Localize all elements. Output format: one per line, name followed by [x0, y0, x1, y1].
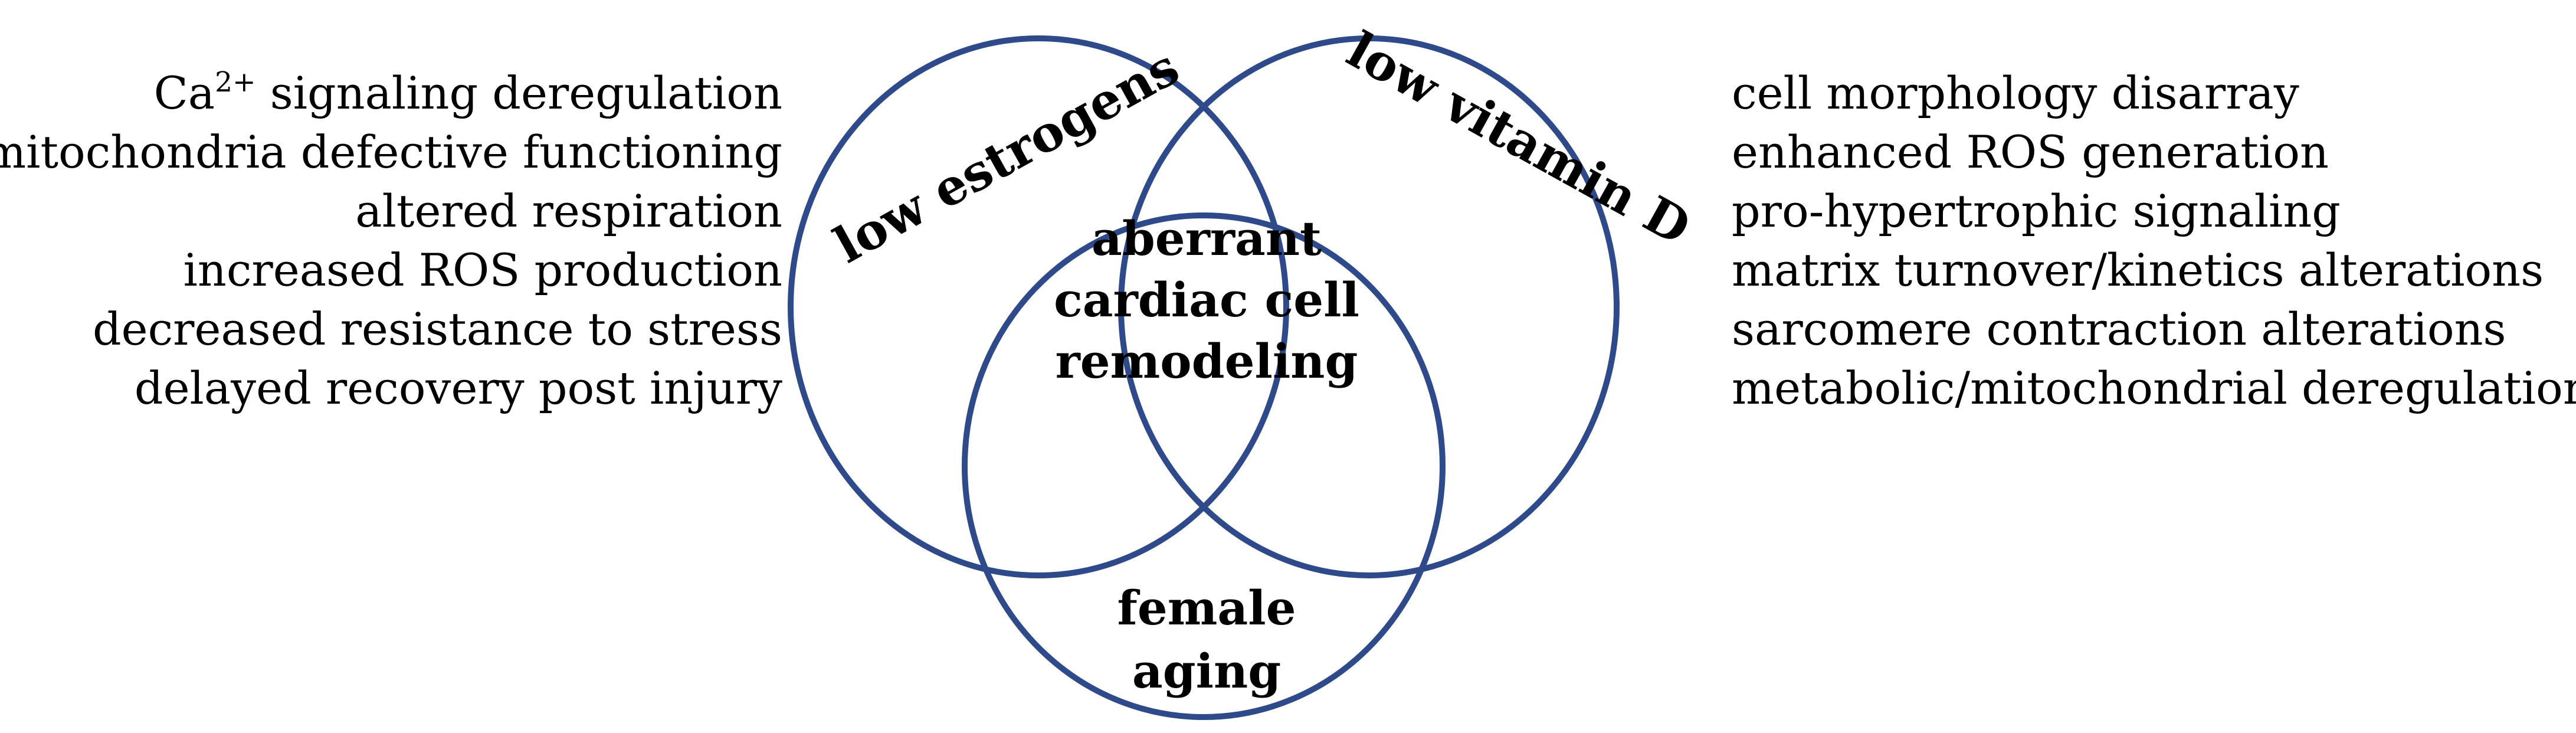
circle-low-vitamin-d — [1118, 35, 1620, 578]
right-effect-item: enhanced ROS generation — [1732, 126, 2329, 178]
label-female: female — [1117, 580, 1296, 636]
left-effect-item: delayed recovery post injury — [134, 362, 782, 414]
calcium-symbol: Ca — [153, 67, 215, 119]
left-effects-list: Ca2+ signaling deregulation mitochondria… — [0, 64, 782, 418]
label-low-vitamin-d: low vitamin D — [1338, 20, 1700, 256]
calcium-charge: 2+ — [215, 66, 256, 99]
label-center-line2: cardiac cell — [1054, 272, 1359, 328]
right-effect-item: metabolic/mitochondrial deregulation — [1732, 362, 2576, 414]
right-effect-item: matrix turnover/kinetics alterations — [1732, 244, 2544, 296]
left-effect-text: signaling deregulation — [255, 67, 782, 119]
right-effect-item: pro-hypertrophic signaling — [1732, 185, 2341, 237]
left-effect-item: altered respiration — [355, 185, 782, 237]
label-center-line1: aberrant — [1092, 211, 1322, 266]
left-effect-item: mitochondria defective functioning — [0, 126, 782, 178]
label-center-line3: remodeling — [1056, 333, 1358, 389]
right-effect-item: cell morphology disarray — [1732, 67, 2299, 119]
right-effect-item: sarcomere contraction alterations — [1732, 303, 2506, 355]
label-aging: aging — [1132, 643, 1281, 699]
left-effect-item: Ca2+ signaling deregulation — [0, 64, 782, 123]
right-effects-list: cell morphology disarray enhanced ROS ge… — [1732, 64, 2576, 418]
circle-low-estrogens — [788, 35, 1289, 578]
circle-female-aging — [962, 212, 1446, 720]
left-effect-item: increased ROS production — [183, 244, 782, 296]
left-effect-item: decreased resistance to stress — [92, 303, 782, 355]
